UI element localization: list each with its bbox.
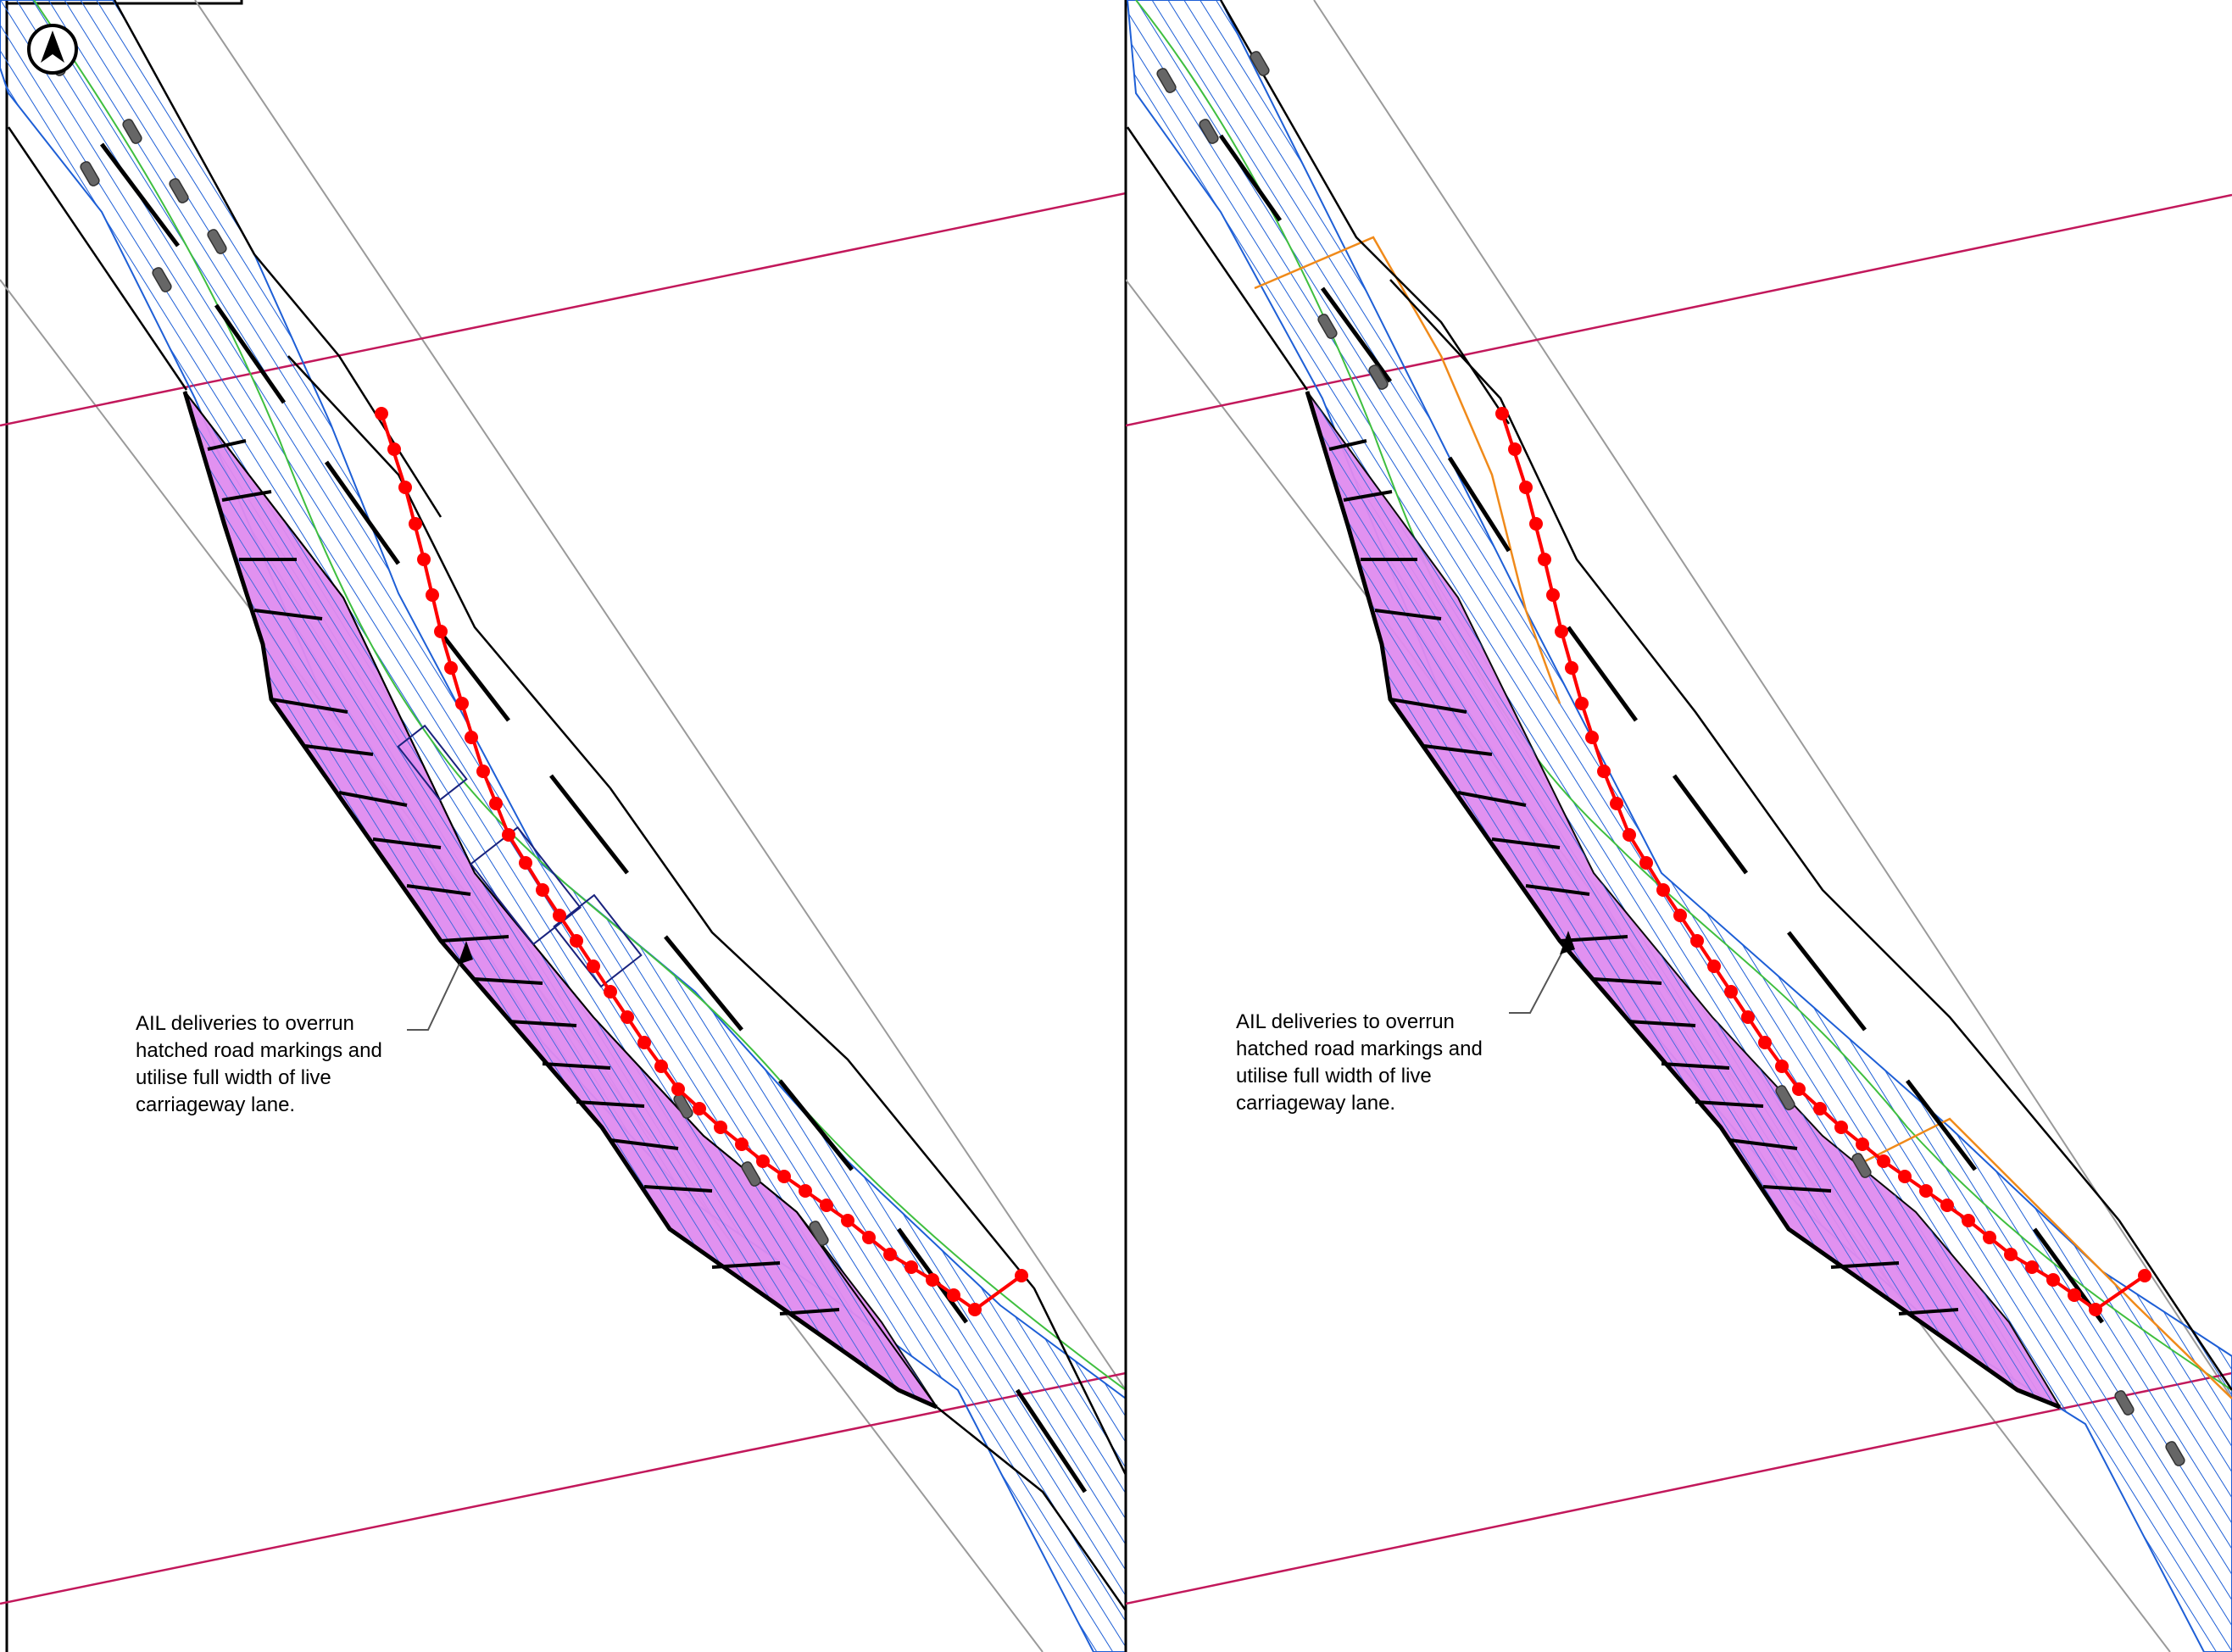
boundary-lines-right — [1126, 193, 2232, 1605]
swept-path-area — [0, 0, 1126, 1652]
annotation-left: AIL deliveries to overrun hatched road m… — [136, 1012, 388, 1116]
annotation-leader — [407, 941, 473, 1031]
orange-outline-right — [1254, 236, 2232, 1399]
left-panel: N AIL deliveries to overrun hatched road… — [0, 0, 1126, 1652]
north-arrow-icon: N — [27, 24, 78, 75]
lane-dashes-right — [1218, 134, 2105, 1324]
right-panel: AIL deliveries to overrun hatched road m… — [1126, 0, 2232, 1652]
boundary-lines — [0, 192, 1126, 1605]
kerb-ticks — [207, 439, 840, 1315]
barrier-markers — [375, 407, 1028, 1316]
barrier-markers-right — [1495, 407, 2151, 1316]
swept-path-area-right — [1126, 0, 2232, 1652]
vehicle-envelope-right — [1135, 0, 2232, 1391]
annotation-right: AIL deliveries to overrun hatched road m… — [1236, 1010, 1489, 1115]
annotation-leader-right — [1509, 931, 1575, 1014]
svg-text:N: N — [49, 58, 57, 70]
vehicle-envelope — [33, 0, 1126, 1391]
vehicle-wheels-right — [1156, 51, 2185, 1466]
kerb-ticks-right — [1328, 439, 1959, 1315]
vehicle-outline-boxes — [397, 724, 643, 988]
carriageway-edges-right — [1126, 0, 2232, 1391]
